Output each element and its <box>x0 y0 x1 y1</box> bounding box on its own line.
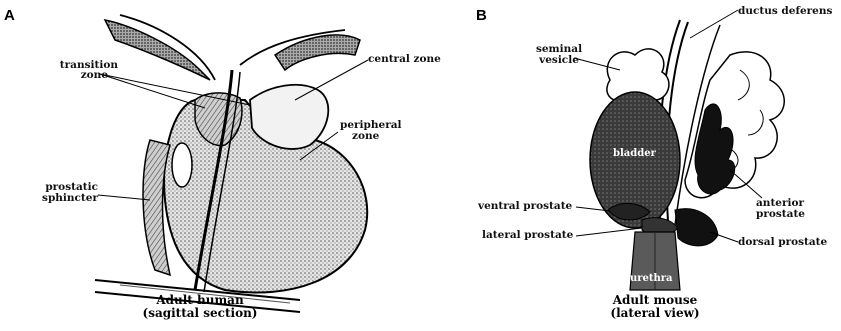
label-ventral-prostate: ventral prostate <box>478 201 572 212</box>
label-prostatic-sphincter-line2: sphincter <box>34 193 98 204</box>
label-dorsal-prostate: dorsal prostate <box>738 237 827 248</box>
panel-letter-a: A <box>4 7 15 24</box>
label-central-zone: central zone <box>368 54 441 65</box>
panel-a-human: A transition zone central zone periphera… <box>0 0 470 331</box>
label-anterior-prostate-line2: prostate <box>756 209 805 220</box>
label-bladder: bladder <box>613 148 656 159</box>
rectal-wall-upper <box>275 35 360 70</box>
human-prostate-drawing <box>0 0 470 331</box>
label-ductus-deferens: ductus deferens <box>738 6 832 17</box>
caption-mouse-line2: (lateral view) <box>590 307 720 320</box>
label-urethra: urethra <box>630 273 673 284</box>
panel-letter-b: B <box>476 7 487 24</box>
label-peripheral-zone-line2: zone <box>352 131 379 142</box>
central-zone-shape <box>250 85 328 149</box>
label-transition-zone-line2: zone <box>46 70 108 81</box>
dorsal-prostate-shape <box>675 209 718 246</box>
label-lateral-prostate: lateral prostate <box>482 230 573 241</box>
caption-human-line2: (sagittal section) <box>120 307 280 320</box>
panel-b-mouse: B seminal vesicle ductus deferens anteri… <box>470 0 841 331</box>
label-seminal-vesicle-line2: vesicle <box>532 55 586 66</box>
